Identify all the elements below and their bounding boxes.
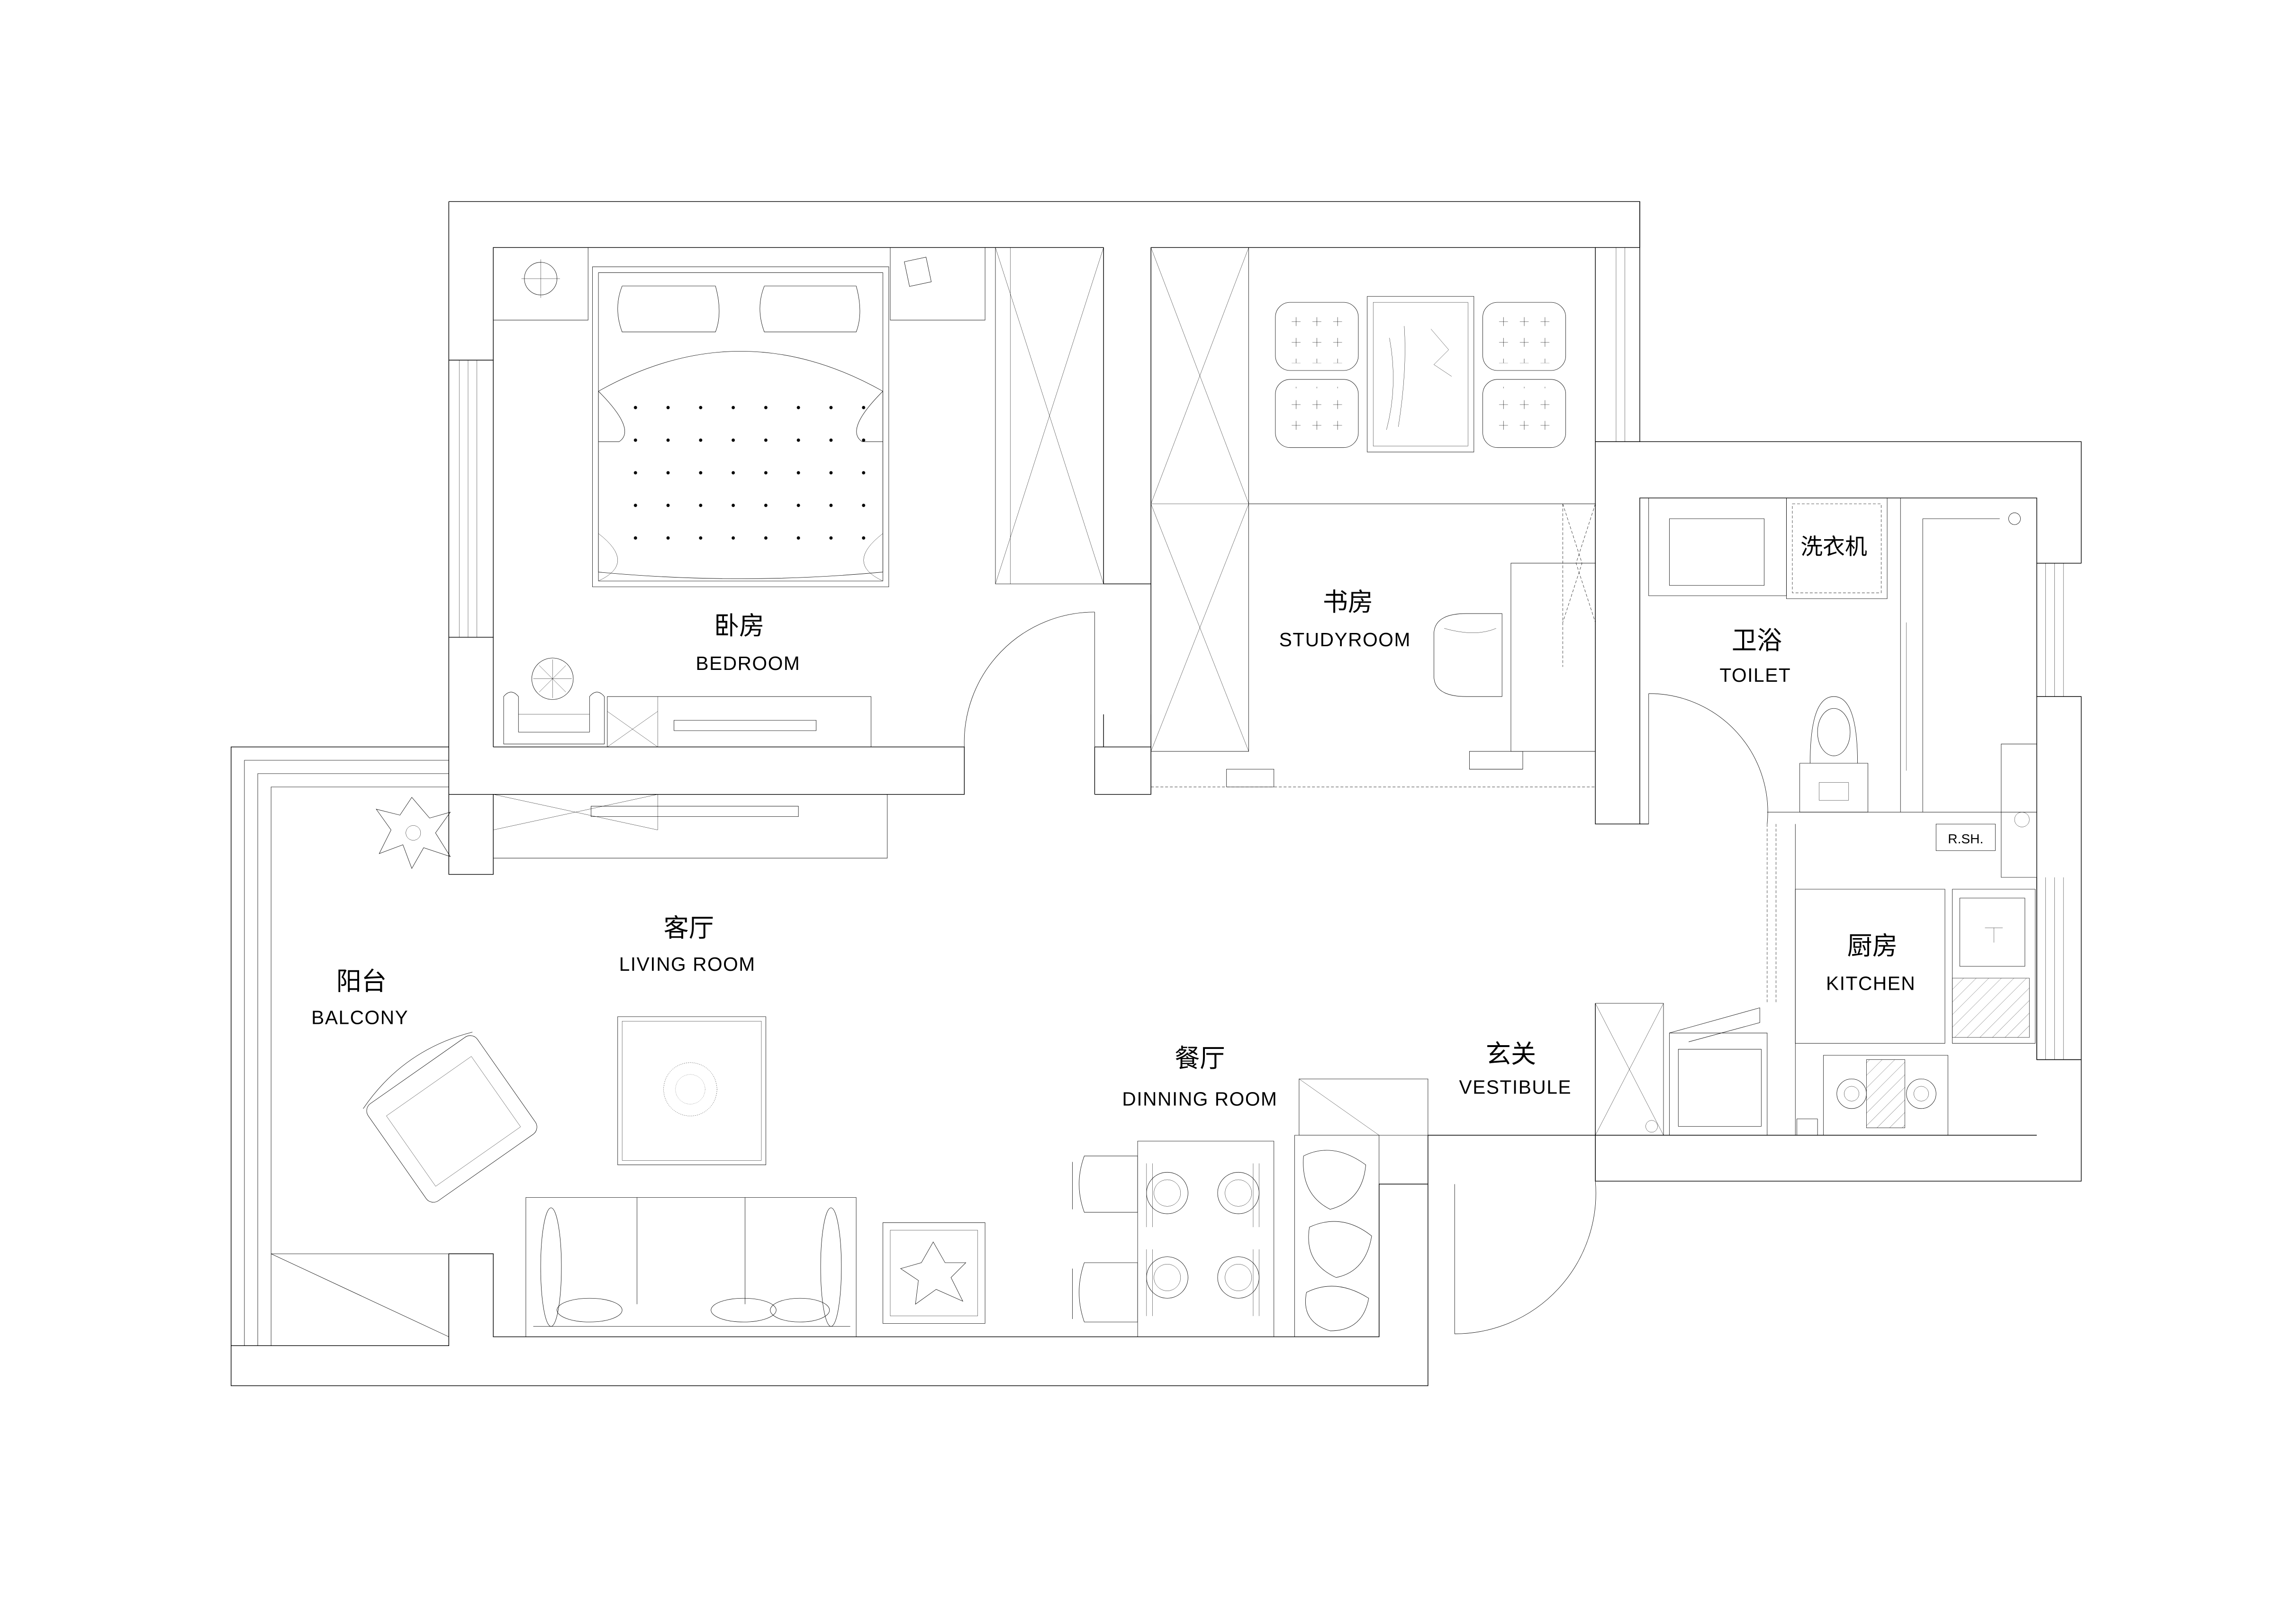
living-label-en: LIVING ROOM xyxy=(619,953,756,975)
washer-label: 洗衣机 xyxy=(1800,534,1867,560)
room-labels: 卧房 BEDROOM 书房 STUDYROOM 卫浴 TOILET 洗衣机 R.… xyxy=(311,534,1983,1110)
kitchen-fixtures xyxy=(1595,824,2035,1135)
dining-label-cn: 餐厅 xyxy=(1175,1044,1225,1073)
kitchen-label-en: KITCHEN xyxy=(1826,973,1916,994)
bedroom-label-cn: 卧房 xyxy=(714,611,764,641)
vestibule-label-en: VESTIBULE xyxy=(1459,1076,1572,1098)
living-label-cn: 客厅 xyxy=(664,913,714,943)
sofa-icon xyxy=(526,1198,856,1337)
living-furniture xyxy=(356,795,985,1337)
dining-label-en: DINNING ROOM xyxy=(1122,1088,1277,1110)
study-label-cn: 书房 xyxy=(1323,587,1373,617)
vestibule-label-cn: 玄关 xyxy=(1486,1039,1536,1069)
toilet-label-cn: 卫浴 xyxy=(1732,626,1782,655)
bedroom-furniture xyxy=(493,247,1103,747)
shaft-label: R.SH. xyxy=(1948,831,1983,846)
toilet-fixtures xyxy=(1649,498,2037,877)
bedroom-label-en: BEDROOM xyxy=(696,652,800,674)
study-label-en: STUDYROOM xyxy=(1279,629,1411,650)
double-bed-icon xyxy=(593,267,889,587)
balcony-label-cn: 阳台 xyxy=(336,967,387,996)
walls xyxy=(231,201,2081,1385)
toilet-icon xyxy=(1800,696,1868,812)
balcony-label-en: BALCONY xyxy=(311,1007,408,1029)
toilet-label-en: TOILET xyxy=(1719,664,1791,686)
study-furniture xyxy=(1151,247,1595,787)
gas-stove-icon xyxy=(1837,1060,1936,1128)
windows xyxy=(459,247,2063,1059)
doors xyxy=(964,504,1776,1334)
dining-table-icon xyxy=(1073,1079,1428,1337)
kitchen-label-cn: 厨房 xyxy=(1847,931,1898,960)
potted-plant-icon xyxy=(376,797,450,868)
